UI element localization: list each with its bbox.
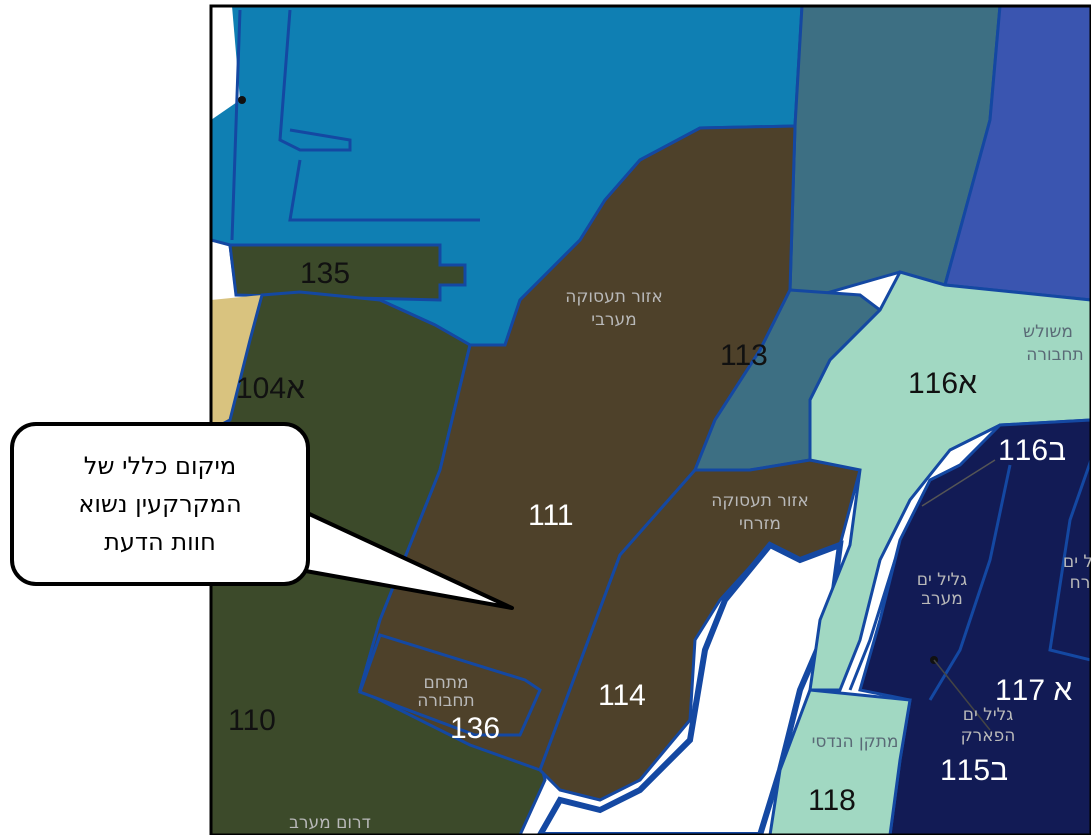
parcel-label-116a: 116א: [908, 367, 977, 400]
parcel-label-104a: 104א: [236, 372, 305, 405]
parcel-label-113: 113: [720, 339, 768, 372]
area-label-triangle-2: תחבורה: [1026, 345, 1083, 365]
callout-line-3: חוות הדעת: [104, 528, 216, 556]
parcel-label-136: 136: [450, 712, 500, 745]
parcel-label-114: 114: [598, 679, 646, 712]
area-label-employment-west-1: אזור תעסוקה: [565, 287, 663, 307]
callout-line-1: מיקום כללי של: [83, 452, 237, 480]
map-frame: [209, 4, 1091, 835]
boundary-line-north: [230, 9, 480, 241]
survey-point-north: [238, 96, 246, 104]
area-label-galil-yam-park-2: הפארק: [961, 726, 1016, 746]
area-label-partial-east-2: רח: [1070, 573, 1091, 593]
parcel-136-area[interactable]: [358, 633, 542, 737]
area-label-tachbura-2: תחבורה: [417, 691, 474, 711]
area-label-galil-yam-park-1: גליל ים: [963, 705, 1014, 725]
boundary-line-navy: [928, 459, 1091, 701]
area-label-galil-yam-west-2: מערב: [921, 589, 963, 609]
area-label-south-west: דרום מערב: [289, 813, 371, 833]
zone-sand: [211, 295, 278, 430]
callout-box: מיקום כללי של המקרקעין נשוא חוות הדעת: [10, 422, 310, 586]
area-label-galil-yam-west-1: גליל ים: [917, 570, 968, 590]
parcel-label-111: 111: [528, 499, 574, 532]
zone-navy[interactable]: [858, 418, 1091, 835]
zone-mint[interactable]: [808, 270, 1091, 692]
parcel-label-116b: 116ב: [998, 434, 1066, 467]
parcel-label-110: 110: [228, 704, 276, 737]
area-label-engineering: מתקן הנדסי: [812, 732, 899, 752]
callout-line-2: המקרקעין נשוא: [78, 490, 242, 518]
parcel-label-117a: 117 א: [995, 674, 1072, 707]
parcel-label-115b: 115ב: [940, 754, 1008, 787]
area-label-employment-east-1: אזור תעסוקה: [711, 491, 809, 511]
leader-line-mint: [921, 459, 996, 507]
parcel-label-118: 118: [808, 784, 856, 817]
leader-line-navy: [933, 659, 991, 731]
area-label-tachbura-1: מתחם: [423, 673, 468, 693]
zone-white-corner: [211, 6, 240, 120]
parcel-label-135: 135: [300, 257, 350, 290]
zone-white-cutout: [536, 540, 844, 835]
area-label-employment-east-2: מזרחי: [739, 514, 781, 534]
parcel-118-area[interactable]: [768, 688, 912, 835]
area-label-employment-west-2: מערבי: [591, 310, 636, 330]
area-label-triangle-1: משולש: [1023, 322, 1073, 342]
area-label-partial-east-1: ל ים: [1063, 552, 1091, 572]
